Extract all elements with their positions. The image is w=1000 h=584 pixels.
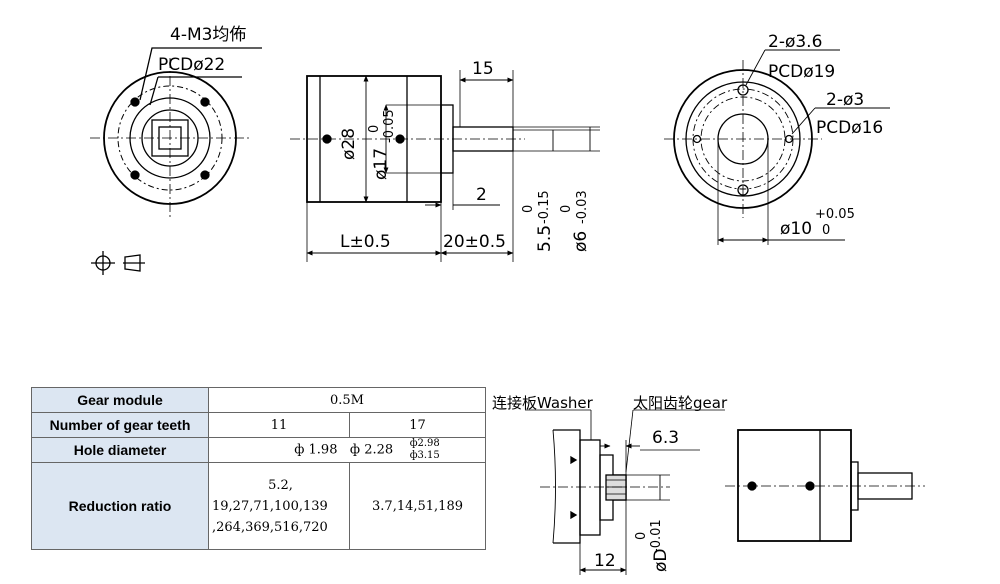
hole-3-label: 2-ø3	[826, 90, 864, 110]
diameter-28-label: ø28	[339, 128, 359, 160]
reduction-ratio-value-a: 5.2, 19,27,71,100,139 ,264,369,516,720	[208, 462, 350, 550]
bore-tol-bottom: 0	[822, 223, 830, 238]
gear-module-header: Gear module	[31, 387, 209, 413]
table-row: Number of gear teeth 11 17	[31, 412, 486, 438]
dim-12-label: 12	[594, 551, 616, 571]
diameter-17-tol-bottom: -0.05	[382, 109, 397, 143]
projection-symbol-icon	[91, 251, 145, 275]
rear-view	[664, 49, 890, 245]
diameter-17-label: ø17	[371, 148, 391, 180]
motor-side-view-small	[725, 429, 925, 542]
diameter-17-tol-top: 0	[367, 125, 382, 133]
gear-teeth-value-b: 17	[349, 412, 486, 438]
hole-diameter-value-c2: ф3.15	[409, 450, 440, 461]
shaft-d-label: øD	[651, 549, 671, 573]
washer-label: 连接板Washer	[492, 394, 594, 412]
front-view	[90, 47, 262, 218]
table-row: Gear module 0.5M	[31, 387, 486, 413]
step-label: 2	[476, 185, 487, 205]
shaft-diameter-label: ø6	[571, 231, 591, 252]
assembly-section-view	[525, 409, 725, 575]
gear-teeth-value-a: 11	[208, 412, 350, 438]
shaft-total-label: 20±0.5	[443, 232, 506, 252]
hole-diameter-value-c: ф2.98 ф3.15	[410, 438, 440, 462]
gear-teeth-header: Number of gear teeth	[31, 412, 209, 438]
ratio-a-line1: 5.2,	[268, 477, 293, 493]
shaft-tol-bottom: -0.03	[575, 190, 590, 224]
bore-label: ø10	[780, 219, 812, 239]
spec-table: Gear module 0.5M Number of gear teeth 11…	[31, 387, 486, 550]
ratio-a-line3: ,264,369,516,720	[212, 519, 328, 535]
shaft-d-tol-bottom: -0.01	[649, 519, 664, 553]
shaft-length-label: 15	[472, 59, 494, 79]
table-row: Hole diameter ф 1.98 ф 2.28 ф2.98 ф3.15	[31, 437, 486, 463]
hole-diameter-value-b: ф 2.28	[349, 442, 394, 458]
shaft-d-tol-top: 0	[634, 532, 649, 540]
pcd22-label: PCDø22	[158, 55, 225, 75]
pcd16-label: PCDø16	[816, 118, 883, 138]
hole-diameter-header: Hole diameter	[31, 437, 209, 463]
reduction-ratio-value-b: 3.7,14,51,189	[349, 462, 486, 550]
body-length-label: L±0.5	[340, 232, 391, 252]
shaft-tol-top: 0	[559, 205, 574, 213]
gear-module-value: 0.5M	[208, 387, 486, 413]
dim-63-label: 6.3	[652, 428, 679, 448]
hole-diameter-values: ф 1.98 ф 2.28 ф2.98 ф3.15	[208, 437, 486, 463]
flat-tol-bottom: -0.15	[537, 190, 552, 224]
flat-label: 5.5	[535, 225, 555, 252]
bore-tol-top: +0.05	[815, 207, 855, 222]
hole-36-label: 2-ø3.6	[768, 32, 822, 52]
table-row: Reduction ratio 5.2, 19,27,71,100,139 ,2…	[31, 462, 486, 550]
hole-diameter-value-a: ф 1.98	[294, 442, 338, 458]
hole-diameter-value-c1: ф2.98	[409, 438, 440, 449]
mount-holes-label: 4-M3均佈	[170, 25, 246, 45]
pcd19-label: PCDø19	[768, 62, 835, 82]
side-view	[290, 70, 600, 262]
ratio-a-line2: 19,27,71,100,139	[212, 498, 328, 514]
flat-tol-top: 0	[521, 205, 536, 213]
gear-label: 太阳齿轮gear	[633, 394, 728, 412]
reduction-ratio-header: Reduction ratio	[31, 462, 209, 550]
